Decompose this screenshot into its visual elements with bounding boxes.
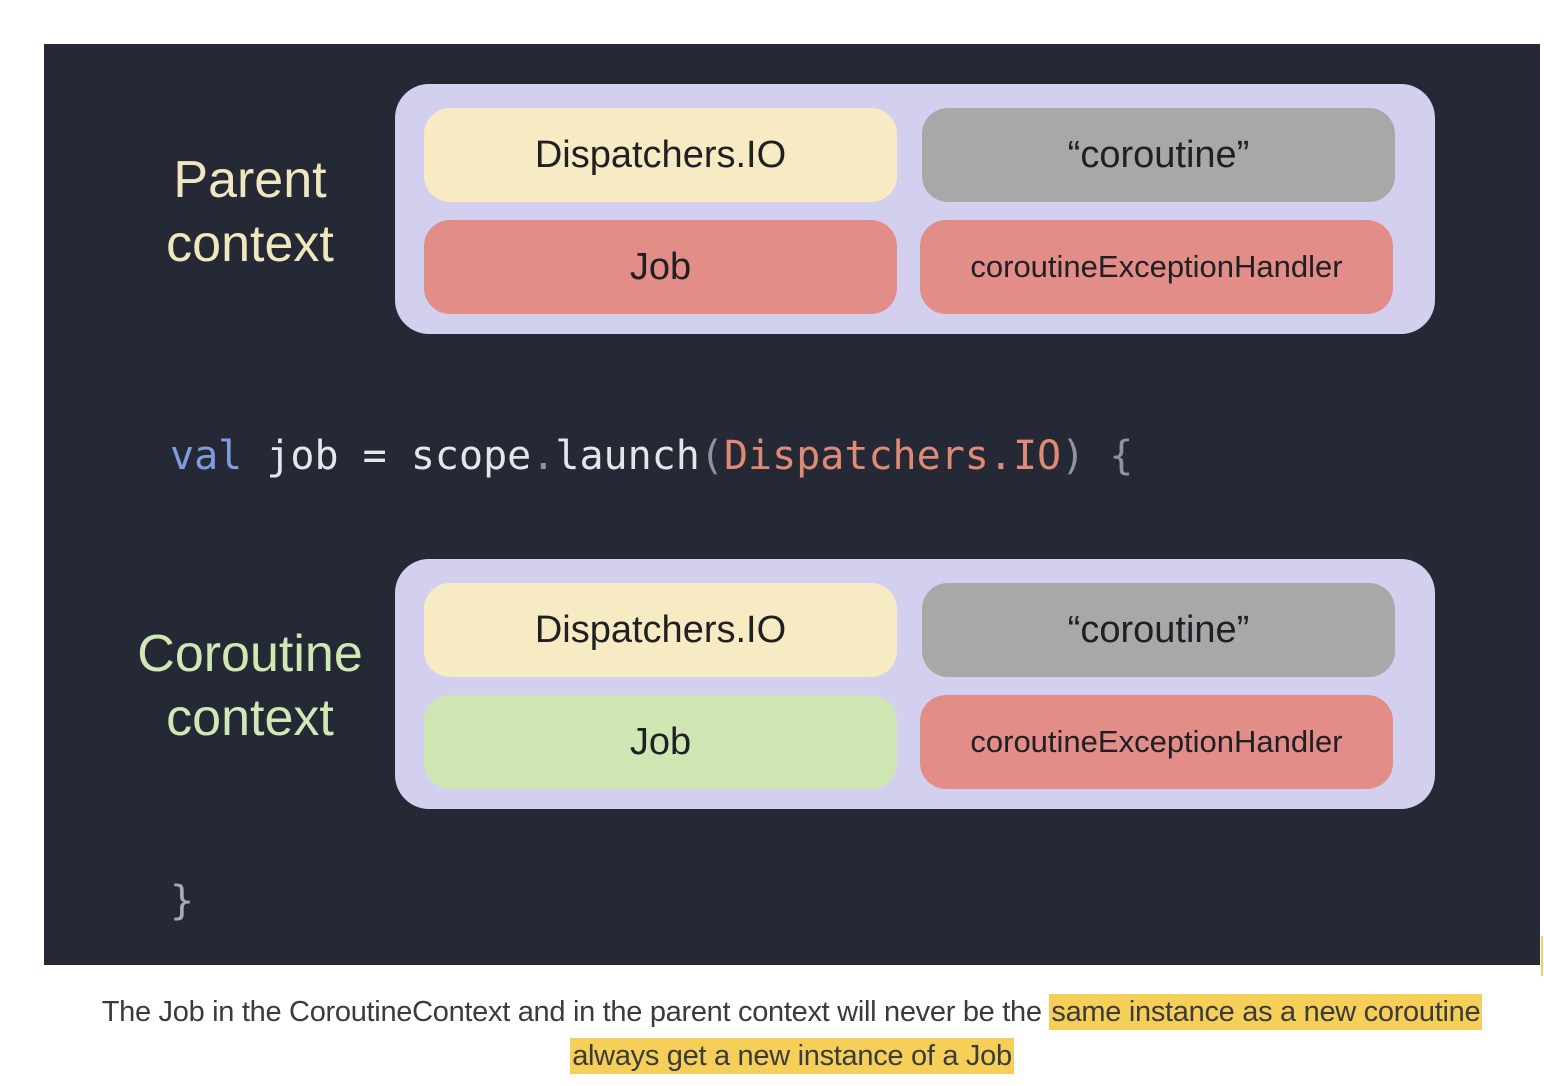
parent-dispatcher-cell: Dispatchers.IO <box>424 108 897 202</box>
code-equals: = <box>362 433 387 479</box>
code-method: launch <box>555 433 700 479</box>
coroutine-job-cell: Job <box>424 695 897 789</box>
coroutine-context-panel: Dispatchers.IO “coroutine” Job coroutine… <box>395 559 1435 809</box>
coroutine-label-line1: Coroutine <box>137 625 363 683</box>
diagram-figure: Parent context Dispatchers.IO “coroutine… <box>44 44 1540 965</box>
parent-context-label: Parent context <box>120 148 380 276</box>
coroutine-dispatcher-cell: Dispatchers.IO <box>424 583 897 677</box>
caption-highlight-1[interactable]: same instance as a new coroutine <box>1049 994 1483 1030</box>
parent-job-cell: Job <box>424 220 897 314</box>
coroutine-handler-cell: coroutineExceptionHandler <box>920 695 1393 789</box>
launch-code-line: val job = scope.launch(Dispatchers.IO) { <box>170 429 1133 483</box>
figure-caption: The Job in the CoroutineContext and in t… <box>44 990 1540 1078</box>
code-receiver: scope <box>386 433 532 479</box>
code-dot: . <box>531 433 556 479</box>
caption-plain-text: The Job in the CoroutineContext and in t… <box>101 996 1050 1028</box>
code-open-brace: { <box>1085 433 1134 479</box>
parent-handler-cell: coroutineExceptionHandler <box>920 220 1393 314</box>
code-variable: job <box>242 433 363 479</box>
coroutine-name-cell: “coroutine” <box>922 583 1395 677</box>
code-argument: Dispatchers.IO <box>723 433 1062 479</box>
code-keyword: val <box>170 433 243 479</box>
text-selection-caret <box>1541 936 1543 976</box>
parent-name-cell: “coroutine” <box>922 108 1395 202</box>
parent-label-line2: context <box>166 215 334 273</box>
coroutine-context-label: Coroutine context <box>120 622 380 750</box>
code-open-paren: ( <box>699 433 724 479</box>
coroutine-label-line2: context <box>166 689 334 747</box>
code-close-paren: ) <box>1061 433 1086 479</box>
parent-label-line1: Parent <box>173 151 327 209</box>
parent-context-panel: Dispatchers.IO “coroutine” Job coroutine… <box>395 84 1435 334</box>
caption-highlight-2[interactable]: always get a new instance of a Job <box>570 1038 1014 1074</box>
code-close-brace: } <box>170 878 195 924</box>
